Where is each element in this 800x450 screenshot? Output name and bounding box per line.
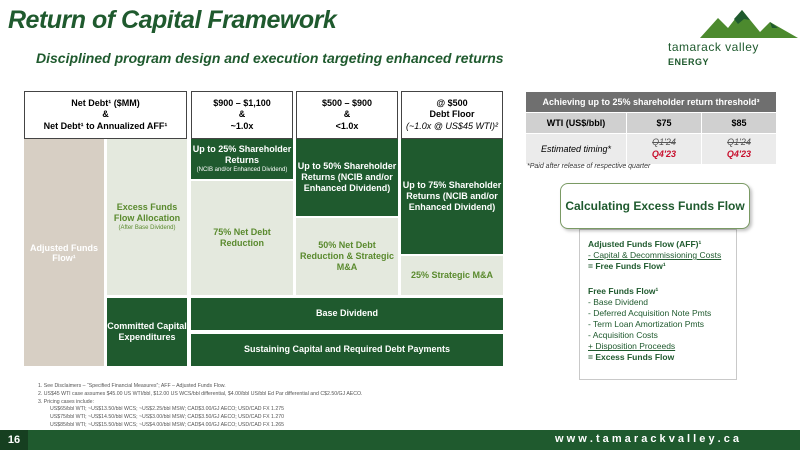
timing-85: Q1'24 Q4'23 [700, 133, 778, 165]
header-line: <1.0x [335, 120, 359, 131]
header-tier-2: $500 – $900 & <1.0x [296, 91, 398, 139]
logo-suffix: ENERGY [668, 57, 710, 67]
header-line: Net Debt¹ ($MM) [71, 98, 140, 109]
timing-label: Estimated timing* [525, 133, 627, 165]
footnote-line: 2. US$45 WTI case assumes $45.00 US WTI/… [38, 390, 363, 397]
committed-capex-box: Committed Capital Expenditures [107, 298, 187, 366]
calc-free-funds: = Free Funds Flow¹ [588, 261, 666, 272]
timing-75-old: Q1'24 [652, 137, 676, 148]
calc-acquisition-costs: - Acquisition Costs [588, 330, 658, 341]
header-line: & [343, 109, 351, 120]
threshold-timing-row: Estimated timing* Q1'24 Q4'23 Q1'24 Q4'2… [525, 133, 778, 165]
header-line: & [102, 109, 109, 120]
page-title: Return of Capital Framework [8, 6, 337, 34]
threshold-title-row: Achieving up to 25% shareholder return t… [525, 91, 777, 113]
footer-bar [0, 430, 800, 450]
col2-bottom-label: 50% Net Debt Reduction & Strategic M&A [299, 239, 394, 273]
logo-name: tamarack valley [668, 40, 759, 54]
threshold-table: Achieving up to 25% shareholder return t… [525, 91, 778, 165]
timing-85-old: Q1'24 [727, 137, 751, 148]
timing-85-new: Q4'23 [726, 149, 752, 159]
calc-capital-costs: - Capital & Decommissioning Costs [588, 250, 722, 261]
col1-bottom-label: 75% Net Debt Reduction [213, 226, 271, 248]
aff-column: Adjusted Funds Flow¹ [24, 139, 104, 366]
calc-deferred-note: - Deferred Acquisition Note Pmts [588, 308, 712, 319]
header-line: $900 – $1,100 [213, 98, 271, 109]
committed-capex-label: Committed Capital Expenditures [107, 320, 187, 342]
col1-net-debt-reduction: 75% Net Debt Reduction [191, 181, 293, 295]
header-line: @ $500 [436, 98, 468, 109]
threshold-wti-row: WTI (US$/bbl) $75 $85 [525, 112, 778, 134]
wti-label: WTI (US$/bbl) [525, 112, 627, 134]
base-dividend-label: Base Dividend [315, 308, 379, 319]
footnote-line: US$85/bbl WTI; ~US$15.50/bbl WCS; ~US$4.… [50, 421, 285, 428]
col1-shareholder-returns: Up to 25% Shareholder Returns (NCIB and/… [191, 139, 293, 179]
footnotes: 1. See Disclaimers – “Specified Financia… [38, 383, 508, 430]
threshold-title: Achieving up to 25% shareholder return t… [525, 91, 777, 113]
header-debt-floor: @ $500 Debt Floor (~1.0x @ US$45 WTI)² [401, 91, 503, 139]
col3-strategic-ma: 25% Strategic M&A [401, 256, 503, 295]
calc-disposition: + Disposition Proceeds [588, 341, 676, 352]
header-line: Debt Floor [429, 109, 475, 120]
excess-funds-box: Excess Funds Flow Allocation (After Base… [107, 139, 187, 295]
page-subtitle: Disciplined program design and execution… [36, 50, 504, 66]
col3-bottom-label: 25% Strategic M&A [410, 269, 494, 280]
page-number: 16 [0, 430, 28, 450]
base-dividend-bar: Base Dividend [191, 298, 503, 330]
calc-title: Calculating Excess Funds Flow [560, 183, 750, 229]
col1-top-note: (NCIB and/or Enhanced Dividend) [196, 166, 288, 173]
calc-body: Adjusted Funds Flow (AFF)¹ - Capital & D… [579, 229, 737, 380]
header-line: ~1.0x [230, 120, 254, 131]
calc-aff: Adjusted Funds Flow (AFF)¹ [588, 239, 702, 249]
header-tier-1: $900 – $1,100 & ~1.0x [191, 91, 293, 139]
footnote-line: 1. See Disclaimers – “Specified Financia… [38, 383, 226, 389]
timing-75: Q1'24 Q4'23 [626, 133, 702, 165]
logo-text: tamarack valley ENERGY [668, 40, 800, 68]
header-line: Net Debt¹ to Annualized AFF¹ [43, 120, 168, 131]
wti-85: $85 [700, 112, 778, 134]
col3-shareholder-returns: Up to 75% Shareholder Returns (NCIB and/… [401, 139, 503, 254]
footnote-line: US$65/bbl WTI; ~US$13.50/bbl WCS; ~US$2.… [50, 406, 285, 413]
calc-term-loan: - Term Loan Amortization Pmts [588, 319, 705, 330]
calc-free-funds-start: Free Funds Flow¹ [588, 286, 659, 297]
excess-funds-note: (After Base Dividend) [118, 224, 176, 231]
calc-base-dividend: - Base Dividend [588, 297, 649, 308]
header-net-debt: Net Debt¹ ($MM) & Net Debt¹ to Annualize… [24, 91, 187, 139]
logo-mountains-icon [700, 10, 798, 38]
footnote-line: 3. Pricing cases include: [38, 398, 94, 405]
calc-excess-funds: = Excess Funds Flow [588, 352, 675, 363]
timing-75-new: Q4'23 [651, 149, 677, 159]
col2-debt-reduction-ma: 50% Net Debt Reduction & Strategic M&A [296, 218, 398, 295]
header-line: & [238, 109, 246, 120]
footer-url[interactable]: w w w . t a m a r a c k v a l l e y . c … [555, 433, 740, 445]
header-line: (~1.0x @ US$45 WTI)² [406, 120, 498, 131]
wti-75: $75 [626, 112, 702, 134]
threshold-footnote: *Paid after release of respective quarte… [527, 163, 651, 170]
aff-label: Adjusted Funds Flow¹ [30, 242, 98, 263]
col2-top-label: Up to 50% Shareholder Returns (NCIB and/… [297, 160, 397, 194]
col3-top-label: Up to 75% Shareholder Returns (NCIB and/… [402, 179, 502, 213]
footnote-line: US$75/bbl WTI; ~US$14.50/bbl WCS; ~US$3.… [50, 414, 285, 421]
col1-top-label: Up to 25% Shareholder Returns [192, 144, 292, 166]
header-line: $500 – $900 [321, 98, 373, 109]
sustaining-capital-bar: Sustaining Capital and Required Debt Pay… [191, 334, 503, 366]
sustaining-capital-label: Sustaining Capital and Required Debt Pay… [243, 344, 451, 355]
col2-shareholder-returns: Up to 50% Shareholder Returns (NCIB and/… [296, 139, 398, 216]
excess-funds-label: Excess Funds Flow Allocation [113, 202, 181, 224]
